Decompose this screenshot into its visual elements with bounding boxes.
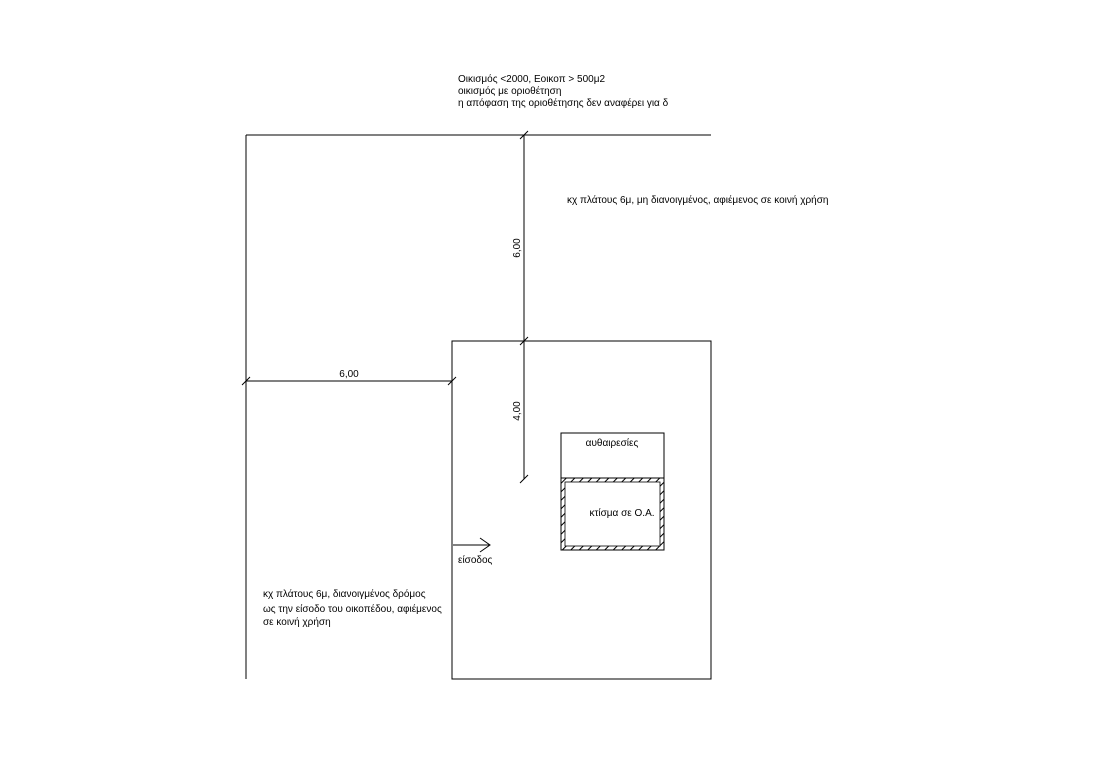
setback-tick-bottom [519, 474, 529, 484]
building-inner-area [564, 481, 661, 547]
entrance-arrow-icon [453, 537, 491, 553]
building-label: κτίσμα σε Ο.Α. [589, 507, 654, 519]
settlement-note-line-1: Οικισμός <2000, Εοικοπ > 500μ2 [458, 73, 605, 85]
unauthorized-additions-box [560, 432, 665, 479]
west-offset-dimension [241, 376, 457, 386]
west-offset-value: 6,00 [339, 369, 359, 380]
west-road-label-line-1: κχ πλάτους 6μ, διανοιγμένος δρόμος [263, 588, 426, 600]
west-offset-tick-right [447, 376, 457, 386]
north-offset-tick-top [519, 130, 529, 140]
west-road-label-line-3: σε κοινή χρήση [263, 616, 331, 628]
setback-value: 4,00 [512, 401, 523, 421]
road-boundaries [245, 134, 711, 679]
west-road-label-line-2: ως την είσοδο του οικοπέδου, αφιέμενος [263, 603, 442, 615]
settlement-note-line-3: η απόφαση της οριοθέτησης δεν αναφέρει γ… [458, 97, 669, 109]
north-road-label: κχ πλάτους 6μ, μη διανοιγμένος, αφιέμενο… [567, 194, 828, 206]
plot-boundary [451, 340, 712, 680]
entrance-label: είσοδος [458, 554, 493, 566]
settlement-note-line-2: οικισμός με οριοθέτηση [458, 85, 561, 97]
settlement-note: Οικισμός <2000, Εοικοπ > 500μ2 οικισμός … [458, 73, 669, 109]
setback-dimension [519, 341, 529, 484]
west-offset-tick-left [241, 376, 251, 386]
building-block: κτίσμα σε Ο.Α. [560, 477, 665, 551]
unauthorized-additions-label: αυθαιρεσίες [586, 437, 639, 449]
north-offset-value: 6,00 [512, 238, 523, 258]
north-offset-dimension [519, 130, 529, 346]
west-road-label: κχ πλάτους 6μ, διανοιγμένος δρόμος ως τη… [263, 588, 442, 628]
